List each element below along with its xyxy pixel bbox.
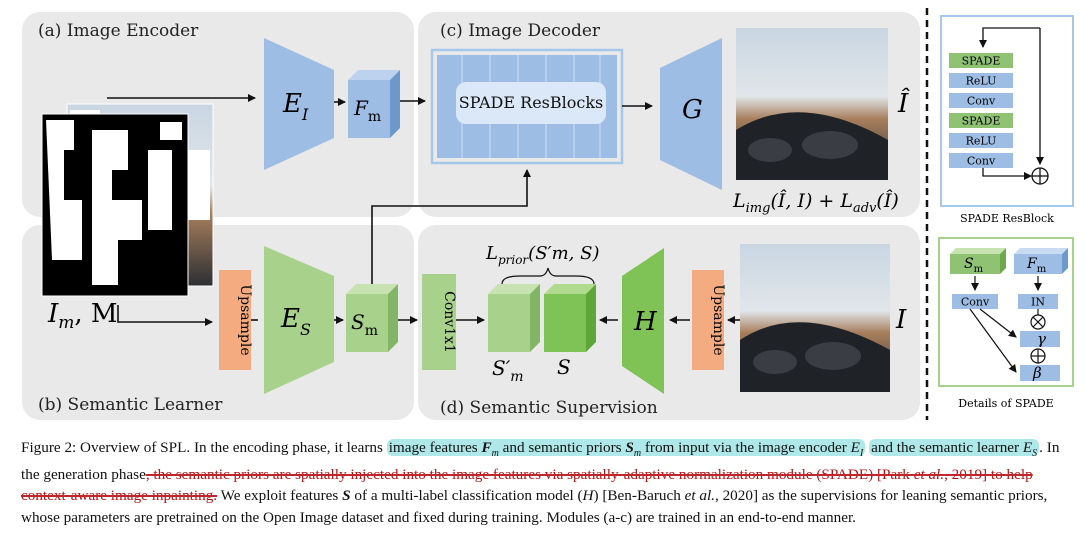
s-label: S: [557, 355, 571, 379]
resblock-spade-2-label: SPADE: [962, 115, 1001, 128]
arrow-input-to-upsample: [117, 305, 213, 326]
upsample-block-right: [692, 270, 724, 370]
panel-c-title: (c) Image Decoder: [440, 21, 601, 41]
output-ihat-label: Î: [897, 87, 910, 119]
resblock-add-icon: [1031, 167, 1049, 185]
target-image: [740, 244, 890, 392]
generator-block: [660, 38, 722, 190]
classifier-h-block: [622, 248, 664, 394]
details-gamma-label: γ: [1037, 330, 1046, 348]
panel-b-title: (b) Semantic Learner: [38, 395, 223, 415]
upsample-right-label: Upsample: [710, 284, 726, 355]
resblock-relu-1: [949, 73, 1013, 88]
resblock-conv-1-label: Conv: [967, 95, 996, 108]
details-fm-block: [1014, 248, 1068, 274]
caption-highlight-1: image features Fm and semantic priors Sm…: [386, 439, 866, 460]
details-conv-block: [952, 294, 998, 309]
upsample-block-left: [219, 270, 251, 370]
caption-h: H: [582, 487, 594, 505]
resblock-relu-1-label: ReLU: [966, 75, 997, 88]
prior-brace: [501, 267, 595, 285]
panel-a-title: (a) Image Encoder: [38, 21, 199, 41]
resblock-relu-2-label: ReLU: [966, 135, 997, 148]
generator-label: G: [682, 95, 703, 125]
details-beta-block: [1020, 365, 1060, 381]
resblock-conv-2: [949, 153, 1013, 168]
details-in-block: [1018, 294, 1058, 309]
resblock-to-add: [982, 168, 1032, 180]
resblock-spade-2: [949, 113, 1013, 128]
details-conv-to-gamma: [979, 308, 1017, 338]
panel-d-title: (d) Semantic Supervision: [440, 398, 658, 418]
details-gamma-block: [1020, 331, 1060, 347]
input-masked-image: [41, 103, 214, 297]
caption-text-3: We exploit features: [217, 487, 343, 505]
caption-text-5: ) [Ben-Baruch: [593, 487, 685, 505]
details-conv-label: Conv: [961, 296, 990, 309]
input-im-label: Im, M: [47, 299, 118, 333]
classifier-h-label: H: [633, 307, 658, 337]
caption-text-1: Figure 2: Overview of SPL. In the encodi…: [21, 439, 387, 456]
sm-feature-cube: [346, 284, 398, 352]
caption-etal: et al.: [684, 487, 715, 505]
target-i-label: I: [895, 305, 907, 335]
spade-details-box: [938, 237, 1074, 387]
details-conv-to-beta: [969, 308, 1017, 373]
details-sm-label: Sm: [964, 256, 984, 275]
caption-s: S: [342, 487, 351, 505]
spade-resblock-detail-box: [940, 15, 1074, 207]
output-image: [736, 28, 888, 180]
s-feature-cube: [544, 284, 596, 352]
caption-text-4: of a multi-label classification model (: [350, 487, 583, 505]
spade-resblock-title: SPADE ResBlock: [960, 212, 1054, 225]
semantic-learner-block: [264, 246, 334, 394]
image-encoder-label: EI: [282, 89, 309, 124]
fm-label: Fm: [353, 96, 381, 125]
details-in-label: IN: [1031, 296, 1045, 309]
resblock-spade-1: [949, 53, 1013, 68]
fm-feature-cube: [348, 70, 400, 138]
spade-resblocks-label: SPADE ResBlocks: [459, 93, 604, 112]
caption-text-2: . In the generation phase: [21, 439, 1060, 484]
caption-highlight-2: and the semantic learner ES: [869, 439, 1040, 460]
details-add-icon: [1030, 348, 1046, 364]
details-sm-block: [950, 248, 1006, 274]
semantic-learner-label: ES: [280, 304, 311, 339]
resblock-input-arrow: [979, 27, 1040, 48]
resblock-spade-1-label: SPADE: [962, 55, 1001, 68]
spade-resblocks-block: [430, 48, 624, 165]
conv1x1-label: Conv1x1: [441, 291, 457, 353]
caption-text-6: , 2020] as the supervisions for leaning …: [21, 487, 1048, 526]
conv1x1-block: [422, 274, 456, 370]
image-encoder-block: [264, 38, 334, 170]
resblock-relu-2: [949, 133, 1013, 148]
upsample-left-label: Upsample: [237, 284, 253, 355]
spade-details-title: Details of SPADE: [958, 397, 1053, 410]
details-fm-label: Fm: [1026, 256, 1047, 275]
figure-caption: Figure 2: Overview of SPL. In the encodi…: [21, 437, 1071, 528]
details-multiply-icon: [1030, 314, 1046, 330]
sm-prime-label: S′m: [492, 356, 524, 385]
resblock-conv-1: [949, 93, 1013, 108]
loss-prior: Lprior(S′m, S): [485, 243, 599, 267]
arrow-sm-to-spade: [371, 169, 531, 284]
loss-img-adv: Limg(Î, I) + Ladv(Î): [732, 189, 899, 216]
sm-label: Sm: [351, 310, 378, 339]
caption-strikethrough: , the semantic priors are spatially inje…: [21, 466, 1033, 505]
resblock-conv-2-label: Conv: [967, 155, 996, 168]
spl-architecture-figure: (a) Image Encoder (b) Semantic Learner (…: [22, 8, 1074, 420]
details-beta-label: β: [1032, 364, 1042, 382]
sm-prime-cube: [488, 284, 540, 352]
